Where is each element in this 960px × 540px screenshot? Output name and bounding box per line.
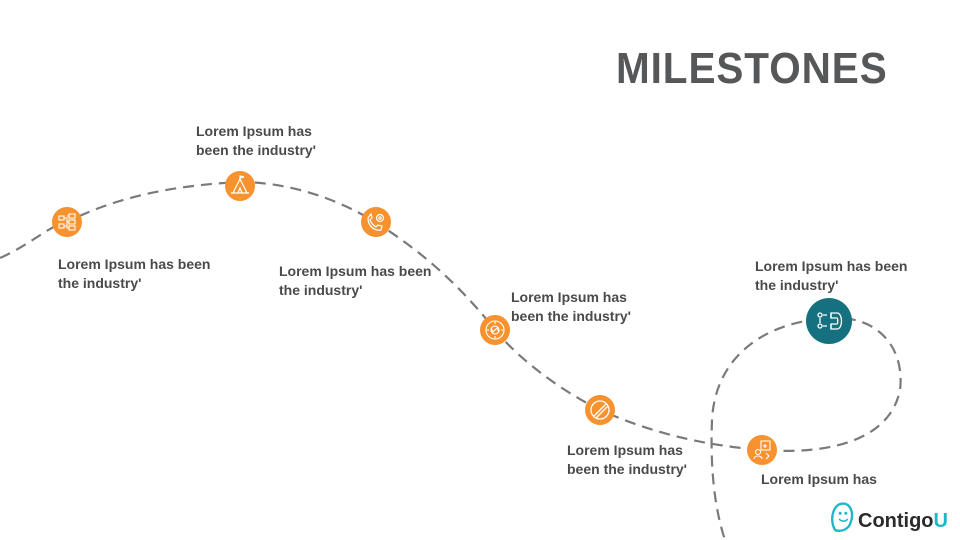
tent-icon: [231, 175, 249, 194]
magnet-icon: [817, 312, 843, 330]
label-line: Lorem Ipsum has: [761, 471, 877, 487]
milestone-label-1: Lorem Ipsum has been the industry': [58, 255, 210, 293]
milestone-label-3: Lorem Ipsum has been the industry': [279, 262, 431, 300]
user-exchange-icon: [753, 440, 771, 460]
label-line: Lorem Ipsum has been: [755, 258, 908, 274]
brand-name-accent: U: [933, 510, 948, 532]
label-line: Lorem Ipsum has: [511, 289, 627, 305]
brand-name: ContigoU: [858, 510, 948, 533]
milestone-node-3: [361, 207, 391, 237]
milestone-node-5: [585, 395, 615, 425]
contigou-logo-icon: [831, 502, 854, 532]
milestone-node-4: [480, 315, 510, 345]
milestone-node-2: [225, 171, 255, 201]
label-line: been the industry': [196, 142, 317, 158]
org-chart-icon: [58, 213, 76, 231]
milestone-node-7: [806, 298, 852, 344]
brand-name-main: Contigo: [858, 510, 934, 532]
milestone-node-1: [52, 207, 82, 237]
phone-settings-icon: [367, 212, 385, 231]
gear-network-icon: [485, 320, 505, 340]
milestone-circle: [361, 207, 391, 237]
milestone-circle-highlight: [806, 298, 852, 344]
milestone-node-6: [747, 435, 777, 465]
label-line: Lorem Ipsum has: [196, 123, 312, 139]
milestone-label-2: Lorem Ipsum has been the industry': [196, 122, 316, 160]
label-line: Lorem Ipsum has been: [58, 256, 211, 272]
milestone-label-4: Lorem Ipsum has been the industry': [511, 288, 631, 326]
label-line: the industry': [58, 275, 142, 291]
label-line: the industry': [755, 277, 839, 293]
label-line: Lorem Ipsum has been: [279, 263, 432, 279]
label-line: the industry': [279, 282, 363, 298]
milestone-label-7: Lorem Ipsum has been the industry': [755, 257, 907, 295]
label-line: been the industry': [511, 308, 632, 324]
milestone-label-6: Lorem Ipsum has: [761, 470, 877, 489]
milestone-label-5: Lorem Ipsum has been the industry': [567, 441, 687, 479]
label-line: Lorem Ipsum has: [567, 442, 683, 458]
page-title: MILESTONES: [616, 44, 888, 93]
label-line: been the industry': [567, 461, 688, 477]
no-entry-icon: [590, 400, 610, 420]
